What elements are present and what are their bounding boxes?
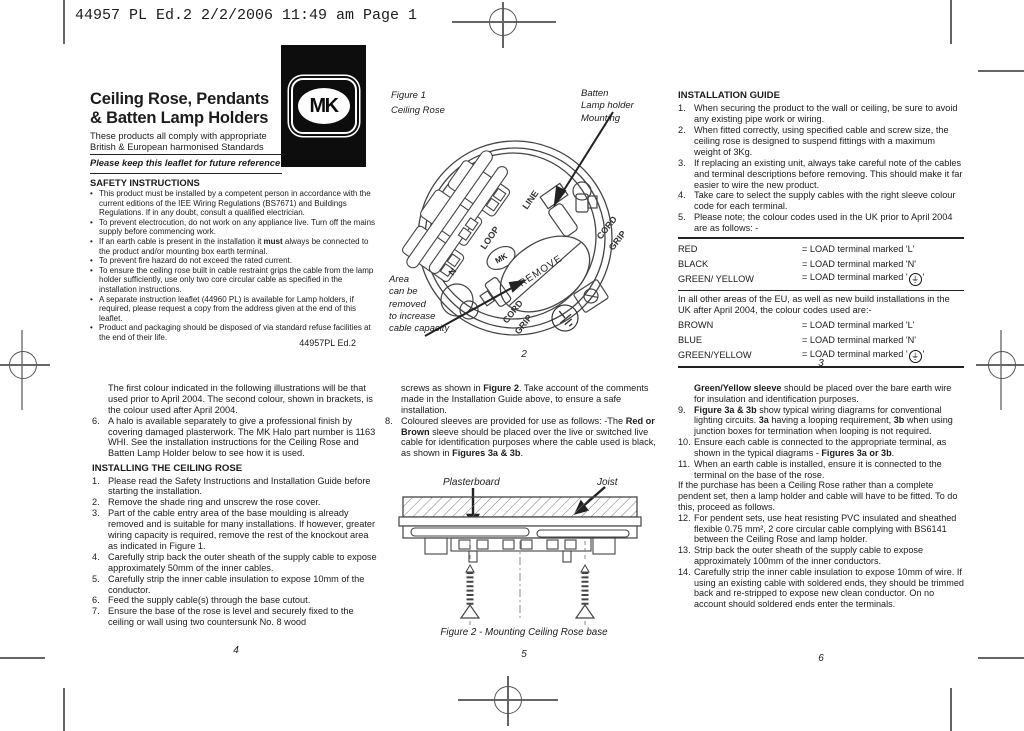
- batten-mounting-arrow: [553, 111, 614, 208]
- divider: [90, 173, 282, 175]
- table-rule: [678, 237, 964, 239]
- safety-bullet: • To ensure the ceiling rose built in ca…: [90, 265, 374, 294]
- step-item: 9. Figure 3a & 3b show typical wiring di…: [678, 404, 953, 437]
- plasterboard-label: Plasterboard: [443, 477, 500, 488]
- step-item: 6. Feed the supply cable(s) through the …: [92, 595, 311, 606]
- paragraph: 6. A halo is available separately to giv…: [92, 415, 376, 459]
- guide-item: 4. Take care to select the supply cables…: [678, 190, 956, 212]
- guide-item: 1. When securing the product to the wall…: [678, 103, 958, 125]
- figure1-caption: Ceiling Rose: [391, 105, 445, 116]
- cord-grip-label-left: GRIP: [513, 313, 534, 337]
- panel-installation-guide: INSTALLATION GUIDE 1. When securing the …: [678, 90, 964, 372]
- page-number-2: 2: [521, 349, 527, 360]
- proof-header: 44957 PL Ed.2 2/2/2006 11:49 am Page 1: [75, 7, 418, 24]
- earth-symbol: [551, 304, 579, 332]
- paragraph: 8. Coloured sleeves are provided for use…: [385, 415, 656, 459]
- page-number-6: 6: [818, 653, 824, 664]
- earth-symbol: ⏚: [908, 273, 922, 287]
- crop-mark-bottom-left-h: [0, 657, 45, 659]
- edition-code: 44957PL Ed.2: [299, 338, 356, 348]
- mk-mark-on-rose: MK: [486, 245, 516, 271]
- table-rule: [678, 366, 964, 369]
- safety-bullet: • Product and packaging should be dispos…: [90, 323, 371, 342]
- safety-bullet: • To prevent electrocution, do not work …: [90, 217, 376, 237]
- step-item: 5. Carefully strip the inner cable insul…: [92, 573, 365, 595]
- installation-guide-heading: INSTALLATION GUIDE: [678, 90, 780, 101]
- terminal-label-loop: LOOP: [478, 225, 501, 252]
- figure2-caption: Figure 2 - Mounting Ceiling Rose base: [440, 627, 608, 638]
- area-removed-arrow: [424, 279, 528, 337]
- step-item: 1. Please read the Safety Instructions a…: [92, 475, 371, 497]
- colour-code-row: BLACK = LOAD terminal marked 'N': [678, 258, 917, 269]
- panel-figure2: screws as shown in Figure 2. Take accoun…: [385, 383, 663, 665]
- paragraph: The first colour indicated in the follow…: [108, 383, 373, 415]
- crop-mark-top-left: [63, 0, 65, 44]
- safety-heading: SAFETY INSTRUCTIONS: [90, 177, 200, 188]
- mk-logo-oval: MK: [296, 87, 351, 125]
- keep-note: Please keep this leaflet for future refe…: [90, 158, 281, 168]
- safety-bullet: • To prevent fire hazard do not exceed t…: [90, 256, 293, 266]
- paragraph: If the purchase has been a Ceiling Rose …: [678, 480, 958, 512]
- area-note: Area can be removed to increase cable ca…: [389, 274, 450, 335]
- page-number-4: 4: [233, 645, 239, 656]
- page-number-5: 5: [521, 649, 527, 660]
- colour-code-row: BLUE = LOAD terminal marked 'N': [678, 335, 917, 346]
- screw: [459, 541, 481, 625]
- step-item: 2. Remove the shade ring and unscrew the…: [92, 497, 321, 508]
- mk-logo-text: MK: [309, 94, 339, 117]
- eu-colour-note: In all other areas of the EU, as well as…: [678, 294, 950, 316]
- installing-rose-heading: INSTALLING THE CEILING ROSE: [92, 463, 243, 475]
- guide-item: 2. When fitted correctly, using specifie…: [678, 125, 949, 157]
- step-item: 13. Strip back the outer sheath of the s…: [678, 545, 924, 566]
- panel-pendant-fitting: Green/Yellow sleeve should be placed ove…: [678, 383, 964, 667]
- step-item: 14. Carefully strip the inner cable insu…: [678, 566, 964, 610]
- step-item: 3. Part of the cable entry area of the b…: [92, 508, 376, 551]
- earth-symbol: ⏚: [908, 350, 922, 364]
- leaflet-title: Ceiling Rose, Pendants & Batten Lamp Hol…: [90, 90, 269, 127]
- paragraph: screws as shown in Figure 2. Take accoun…: [401, 383, 649, 415]
- page-number-3: 3: [818, 358, 824, 369]
- safety-bullet: • This product must be installed by a co…: [90, 189, 371, 218]
- step-item: 12. For pendent sets, use heat resisting…: [678, 512, 957, 545]
- step-item: 10. Ensure each cable is connected to th…: [678, 437, 947, 458]
- panel-cover: Ceiling Rose, Pendants & Batten Lamp Hol…: [88, 88, 380, 356]
- screw: [574, 541, 596, 625]
- batten-note: Batten Lamp holder Mounting: [581, 88, 634, 124]
- crop-mark-bottom-right-v: [950, 688, 952, 731]
- figure1-label: Figure 1: [391, 90, 426, 101]
- divider: [90, 154, 282, 156]
- colour-code-row: GREEN/ YELLOW = LOAD terminal marked '⏚': [678, 272, 964, 287]
- crop-mark-bottom-left-v: [63, 688, 65, 731]
- mk-logo: MK: [290, 78, 357, 134]
- safety-bullet: • If an earth cable is present in the in…: [90, 236, 369, 256]
- brand-logo-box: MK: [281, 45, 366, 167]
- colour-code-row: GREEN/YELLOW = LOAD terminal marked '⏚': [678, 348, 964, 364]
- leaflet-subtitle: These products all comply with appropria…: [90, 131, 267, 152]
- panel-figure1: MK REMOVE: [385, 88, 663, 368]
- terminal-label-line: LINE: [520, 189, 540, 212]
- table-rule: [678, 289, 964, 292]
- guide-item: 3. If replacing an existing unit, always…: [678, 157, 963, 190]
- paragraph: Green/Yellow sleeve should be placed ove…: [694, 383, 952, 404]
- crop-mark-top-right-h: [978, 70, 1024, 72]
- crop-mark-top-right-v: [950, 0, 952, 44]
- figure1-ceiling-rose-diagram: MK REMOVE: [401, 111, 628, 337]
- colour-code-row: RED = LOAD terminal marked 'L': [678, 243, 915, 254]
- terminal-label-n: N: [446, 266, 458, 277]
- step-item: 4. Carefully strip back the outer sheath…: [92, 551, 377, 573]
- guide-item: 5. Please note; the colour codes used in…: [678, 212, 953, 234]
- figure2-mounting-diagram: Plasterboard Joist: [398, 477, 642, 625]
- step-item: 7. Ensure the base of the rose is level …: [92, 606, 354, 628]
- safety-bullet-list: • This product must be installed by a co…: [90, 189, 378, 343]
- joist-label: Joist: [596, 477, 619, 488]
- panel-installing-rose: The first colour indicated in the follow…: [92, 383, 380, 661]
- safety-bullet: • A separate instruction leaflet (44960 …: [90, 294, 357, 323]
- step-item: 11. When an earth cable is installed, en…: [678, 458, 942, 480]
- crop-mark-bottom-right-h: [978, 657, 1024, 659]
- colour-code-row: BROWN = LOAD terminal marked 'L': [678, 320, 915, 331]
- cord-grip-label-right: GRIP: [607, 229, 628, 253]
